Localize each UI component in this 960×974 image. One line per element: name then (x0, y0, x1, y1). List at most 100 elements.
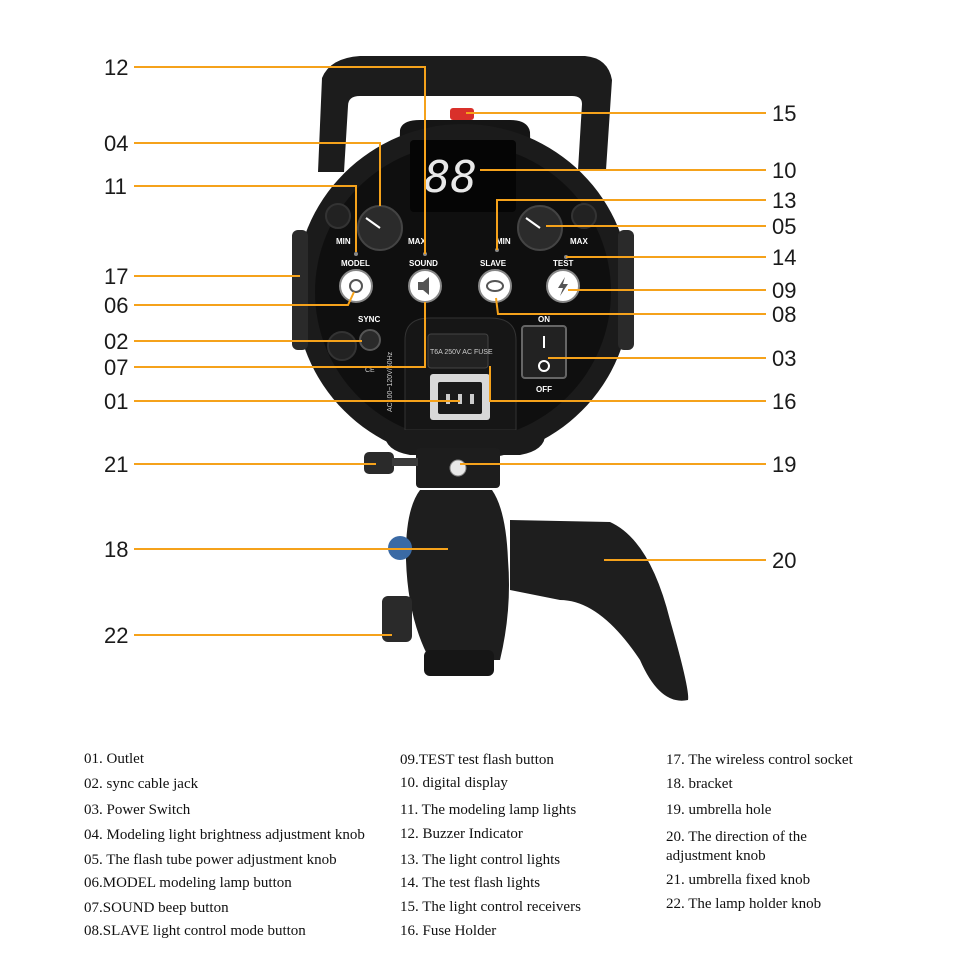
leader-12 (134, 66, 426, 254)
carry-handle (318, 56, 612, 172)
leader-06 (134, 291, 355, 306)
legend-item: 09.TEST test flash button (400, 752, 554, 768)
power-switch[interactable] (521, 325, 567, 379)
direction-adjustment-handle[interactable] (510, 520, 689, 701)
leader-13 (496, 199, 766, 250)
legend-item: adjustment knob (666, 848, 766, 864)
switch-off-label: OFF (536, 385, 552, 394)
legend-item: 03. Power Switch (84, 802, 191, 818)
callout-17: 17 (104, 264, 128, 289)
callout-03: 03 (772, 346, 796, 371)
leader-08 (495, 297, 766, 315)
callout-10: 10 (772, 158, 796, 183)
legend-item: 22. The lamp holder knob (666, 896, 822, 912)
legend-item: 16. Fuse Holder (400, 923, 497, 939)
callout-06: 06 (104, 293, 128, 318)
knob-shaft (392, 458, 418, 466)
modeling-lamp-light (354, 252, 358, 256)
callout-labels: 12 04 11 17 06 02 07 01 21 18 22 15 10 1… (104, 55, 796, 648)
switch-on-label: ON (538, 315, 550, 324)
model-button[interactable] (339, 269, 373, 303)
legend-item: 12. Buzzer Indicator (400, 826, 523, 842)
callout-18: 18 (104, 537, 128, 562)
modeling-knob-indicator (365, 217, 381, 229)
callout-20: 20 (772, 548, 796, 573)
legend-item: 08.SLAVE light control mode button (84, 923, 306, 939)
flash-knob-indicator (525, 217, 541, 229)
legend-item: 04. Modeling light brightness adjustment… (84, 827, 365, 843)
legend-item: 15. The light control receivers (400, 899, 581, 915)
callout-13: 13 (772, 188, 796, 213)
slave-label: SLAVE (480, 259, 507, 268)
leader-07 (134, 302, 426, 368)
wireless-socket[interactable] (327, 331, 357, 361)
outlet-pin-2 (458, 394, 462, 404)
max-label-right: MAX (570, 237, 588, 246)
stand-socket (424, 650, 494, 676)
callout-08: 08 (772, 302, 796, 327)
legend-item: 19. umbrella hole (666, 802, 772, 818)
legend-item: 10. digital display (400, 775, 508, 791)
max-label-left: MAX (408, 237, 426, 246)
test-label: TEST (553, 259, 574, 268)
legend-item: 13. The light control lights (400, 852, 561, 868)
callout-15: 15 (772, 101, 796, 126)
callout-14: 14 (772, 245, 796, 270)
callout-12: 12 (104, 55, 128, 80)
eye-icon (486, 280, 504, 292)
umbrella-hole[interactable] (449, 459, 467, 477)
fuse-label: T6A 250V AC FUSE (430, 349, 493, 356)
sync-label: SYNC (358, 315, 380, 324)
legend-item: 21. umbrella fixed knob (666, 872, 811, 888)
left-side-socket (325, 203, 351, 229)
legend-item: 05. The flash tube power adjustment knob (84, 852, 337, 868)
callout-21: 21 (104, 452, 128, 477)
callout-22: 22 (104, 623, 128, 648)
legend-item: 06.MODEL modeling lamp button (84, 875, 292, 891)
min-label-right: MIN (496, 237, 511, 246)
bracket[interactable] (405, 490, 509, 660)
lamp-icon (349, 279, 363, 293)
leader-16 (489, 366, 766, 402)
legend-item: 18. bracket (666, 776, 733, 792)
callout-07: 07 (104, 355, 128, 380)
callout-11: 11 (104, 174, 127, 199)
umbrella-fixed-knob[interactable] (364, 452, 394, 474)
slave-button[interactable] (478, 269, 512, 303)
legend-item: 02. sync cable jack (84, 776, 199, 792)
callout-19: 19 (772, 452, 796, 477)
callout-01: 01 (104, 389, 128, 414)
light-control-receiver (450, 108, 474, 120)
callout-09: 09 (772, 278, 796, 303)
voltage-label: AC100~120V/60Hz (387, 351, 394, 412)
legend-item: 14. The test flash lights (400, 875, 541, 891)
min-label-left: MIN (336, 237, 351, 246)
legend-item: 17. The wireless control socket (666, 752, 853, 768)
side-grip-left (292, 230, 308, 350)
callout-02: 02 (104, 329, 128, 354)
lamp-holder-knob[interactable] (382, 596, 412, 642)
legend-item: 01. Outlet (84, 751, 144, 767)
legend-item: 07.SOUND beep button (84, 900, 229, 916)
model-label: MODEL (341, 259, 370, 268)
right-side-socket (571, 203, 597, 229)
fuse-holder[interactable] (427, 333, 489, 369)
display-digits: 88 (424, 152, 477, 203)
switch-off-mark (538, 360, 550, 372)
digital-display (410, 140, 516, 212)
callout-05: 05 (772, 214, 796, 239)
leader-lines (134, 66, 766, 636)
callout-16: 16 (772, 389, 796, 414)
ce-mark: CE (365, 367, 375, 374)
sound-label: SOUND (409, 259, 438, 268)
outlet-pin-1 (446, 394, 450, 404)
leader-04 (134, 142, 381, 206)
callout-04: 04 (104, 131, 128, 156)
lightning-icon (558, 277, 568, 296)
legend-item: 11. The modeling lamp lights (400, 802, 577, 818)
legend: 01. Outlet 02. sync cable jack 03. Power… (0, 742, 960, 974)
legend-item: 20. The direction of the (666, 829, 807, 845)
speaker-icon (418, 277, 429, 295)
sync-cable-jack[interactable] (359, 329, 381, 351)
product-diagram: 88 MIN MAX MIN MAX MODEL SOUND SLAVE TES… (104, 55, 796, 701)
